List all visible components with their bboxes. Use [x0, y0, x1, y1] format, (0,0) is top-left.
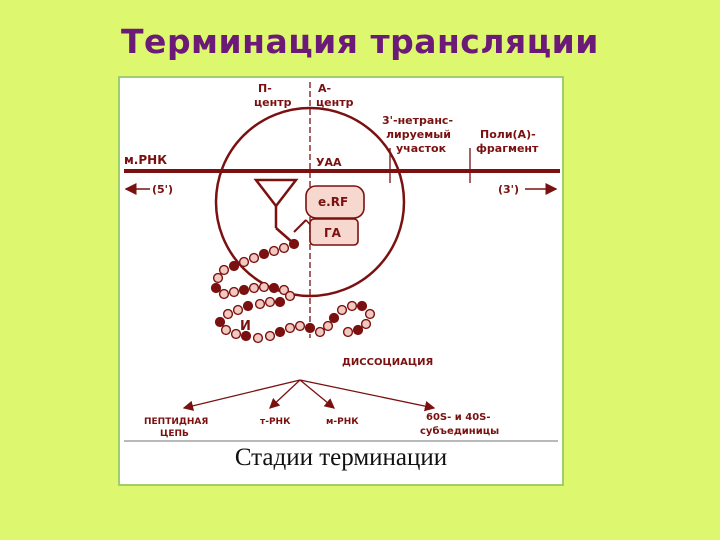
- amino-acid-bead: [248, 282, 260, 294]
- amino-acid-bead: [274, 296, 286, 308]
- peptide-chain-label-1: ПЕПТИДНАЯ: [144, 417, 208, 427]
- figure-caption: Стадии терминации: [234, 444, 448, 471]
- slide-title: Терминация трансляции: [121, 22, 599, 61]
- ribosome-outline: [214, 106, 406, 298]
- amino-acid-bead: [214, 316, 226, 328]
- utr-label-3: участок: [396, 142, 447, 155]
- peptide-chain-label-2: ЦЕПЬ: [160, 429, 189, 439]
- amino-acid-bead: [220, 324, 232, 336]
- amino-acid-bead: [314, 326, 326, 338]
- amino-acid-bead: [254, 298, 266, 310]
- amino-acid-bead: [328, 312, 340, 324]
- mrna-label: м.РНК: [124, 153, 167, 167]
- amino-acid-bead: [210, 282, 222, 294]
- trna-label: т-РНК: [260, 417, 291, 427]
- a-site-label-1: А-: [318, 82, 331, 95]
- p-site-label-1: П-: [258, 82, 272, 95]
- amino-acid-bead: [268, 282, 280, 294]
- arrow-to-trna: [269, 379, 301, 409]
- caption-divider: [124, 440, 558, 442]
- ga-box: [309, 218, 359, 246]
- amino-acid-bead: [356, 300, 368, 312]
- trna-acceptor: [275, 227, 293, 243]
- amino-acid-bead: [222, 308, 234, 320]
- p-site-label-2: центр: [254, 96, 292, 109]
- amino-acid-bead: [342, 326, 354, 338]
- amino-acid-bead: [284, 290, 296, 302]
- amino-acid-bead: [228, 260, 240, 272]
- amino-acid-bead: [364, 308, 376, 320]
- erf-box: [305, 185, 365, 219]
- arrow-to-subunits: [299, 379, 436, 412]
- arrow-to-peptide: [182, 379, 301, 411]
- amino-acid-bead: [264, 330, 276, 342]
- dissociation-label: ДИССОЦИАЦИЯ: [342, 357, 433, 368]
- peptide-bead-chain: [210, 238, 376, 344]
- amino-acid-bead: [360, 318, 372, 330]
- subunits-label-1: 60S- и 40S-: [426, 412, 491, 423]
- termination-diagram: П- центр А- центр 3'-нетранс- лируемый у…: [124, 82, 560, 439]
- amino-acid-bead: [240, 330, 252, 342]
- subunits-label-2: субъединицы: [420, 425, 499, 437]
- trna-loop: [253, 178, 299, 209]
- amino-acid-bead: [238, 284, 250, 296]
- polya-label-1: Поли(А)-: [480, 128, 536, 141]
- amino-acid-bead: [278, 242, 290, 254]
- amino-acid-bead: [322, 320, 334, 332]
- mrna-product-label: м-РНК: [326, 417, 359, 427]
- a-site-label-2: центр: [316, 96, 354, 109]
- amino-acid-bead: [274, 326, 286, 338]
- amino-acid-bead: [228, 286, 240, 298]
- amino-acid-bead: [346, 300, 358, 312]
- three-prime-label: (3'): [498, 183, 519, 196]
- stop-codon-label: УАА: [316, 156, 342, 169]
- amino-acid-bead: [258, 281, 270, 293]
- amino-acid-bead: [230, 328, 242, 340]
- amino-acid-bead: [242, 300, 254, 312]
- trna-arm: [293, 219, 307, 233]
- polya-label-2: фрагмент: [476, 142, 539, 155]
- amino-acid-bead: [294, 320, 306, 332]
- utr-label-1: 3'-нетранс-: [382, 114, 453, 127]
- ga-label: ГА: [324, 226, 342, 240]
- amino-acid-bead: [212, 272, 224, 284]
- amino-acid-bead: [252, 332, 264, 344]
- amino-acid-bead: [268, 245, 280, 257]
- five-prime-label: (5'): [152, 183, 173, 196]
- erf-label: e.RF: [318, 195, 348, 209]
- amino-acid-bead: [288, 238, 300, 250]
- amino-acid-bead: [264, 296, 276, 308]
- amino-acid-bead: [258, 248, 270, 260]
- peptide-end-label: И: [240, 319, 251, 334]
- amino-acid-bead: [238, 256, 250, 268]
- amino-acid-bead: [278, 284, 290, 296]
- utr-label-2: лируемый: [386, 128, 451, 141]
- amino-acid-bead: [232, 304, 244, 316]
- amino-acid-bead: [352, 324, 364, 336]
- arrow-to-mrna: [299, 379, 336, 409]
- diagram-frame: П- центр А- центр 3'-нетранс- лируемый у…: [118, 76, 564, 486]
- amino-acid-bead: [284, 322, 296, 334]
- amino-acid-bead: [304, 322, 316, 334]
- amino-acid-bead: [336, 304, 348, 316]
- amino-acid-bead: [248, 252, 260, 264]
- amino-acid-bead: [218, 288, 230, 300]
- amino-acid-bead: [218, 264, 230, 276]
